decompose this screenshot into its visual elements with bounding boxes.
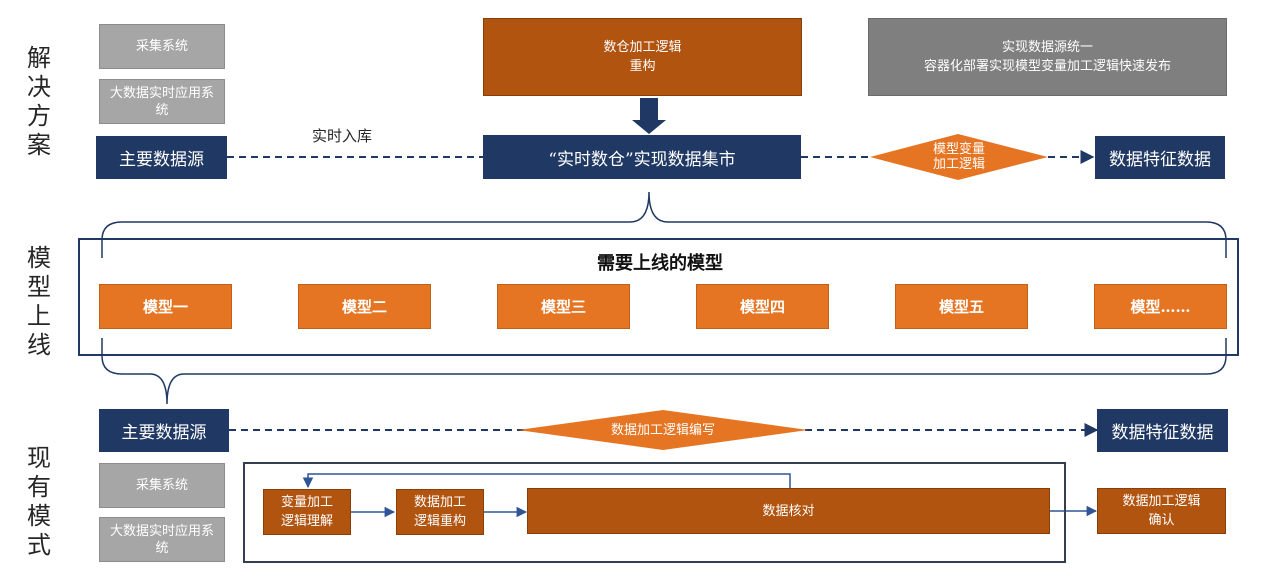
models-title: 需要上线的模型 (597, 253, 723, 274)
models-frame (78, 238, 1239, 356)
process-frame (243, 462, 1066, 563)
lower-brace (101, 338, 1227, 405)
logic-writing-text: 数据加工逻辑编写 (610, 422, 715, 438)
step-confirm-box: 数据加工逻辑 确认 (1097, 488, 1226, 534)
side-label-solution: 解 决 方 案 (27, 44, 51, 159)
model-item-5: 模型五 (895, 284, 1028, 329)
main-source-box: 主要数据源 (96, 136, 227, 179)
warehouse-refactor-box: 数仓加工逻辑 重构 (483, 18, 802, 96)
side-label-model-launch: 模 型 上 线 (27, 244, 51, 359)
collect-system-box: 采集系统 (99, 24, 225, 69)
feedback-loop-arrow (302, 473, 791, 489)
step-refactor-box: 数据加工 逻辑重构 (396, 489, 484, 535)
current-collect-system-box: 采集系统 (99, 463, 225, 508)
realtime-ingest-label: 实时入库 (312, 127, 373, 145)
current-bigdata-app-box: 大数据实时应用系统 (99, 517, 225, 562)
var-logic-text: 模型变量 加工逻辑 (932, 142, 985, 172)
current-main-source-box: 主要数据源 (99, 409, 229, 452)
down-arrow (632, 98, 666, 134)
step-understand-box: 变量加工 逻辑理解 (263, 489, 351, 535)
model-item-3: 模型三 (497, 284, 630, 329)
unify-note-box: 实现数据源统一 容器化部署实现模型变量加工逻辑快速发布 (868, 18, 1227, 96)
var-logic-diamond (870, 134, 1048, 180)
step-verify-box: 数据核对 (527, 488, 1050, 534)
logic-writing-diamond (518, 410, 808, 450)
side-label-current-mode: 现 有 模 式 (27, 444, 51, 559)
feature-data-box-top: 数据特征数据 (1095, 136, 1225, 179)
upper-brace (101, 191, 1227, 258)
model-item-2: 模型二 (298, 284, 431, 329)
model-item-4: 模型四 (696, 284, 829, 329)
bigdata-app-box: 大数据实时应用系统 (99, 79, 225, 124)
model-item-6: 模型…… (1094, 284, 1227, 329)
feature-data-box-bottom: 数据特征数据 (1097, 409, 1228, 452)
model-item-1: 模型一 (99, 284, 232, 329)
datamart-box: “实时数仓”实现数据集市 (483, 135, 801, 179)
